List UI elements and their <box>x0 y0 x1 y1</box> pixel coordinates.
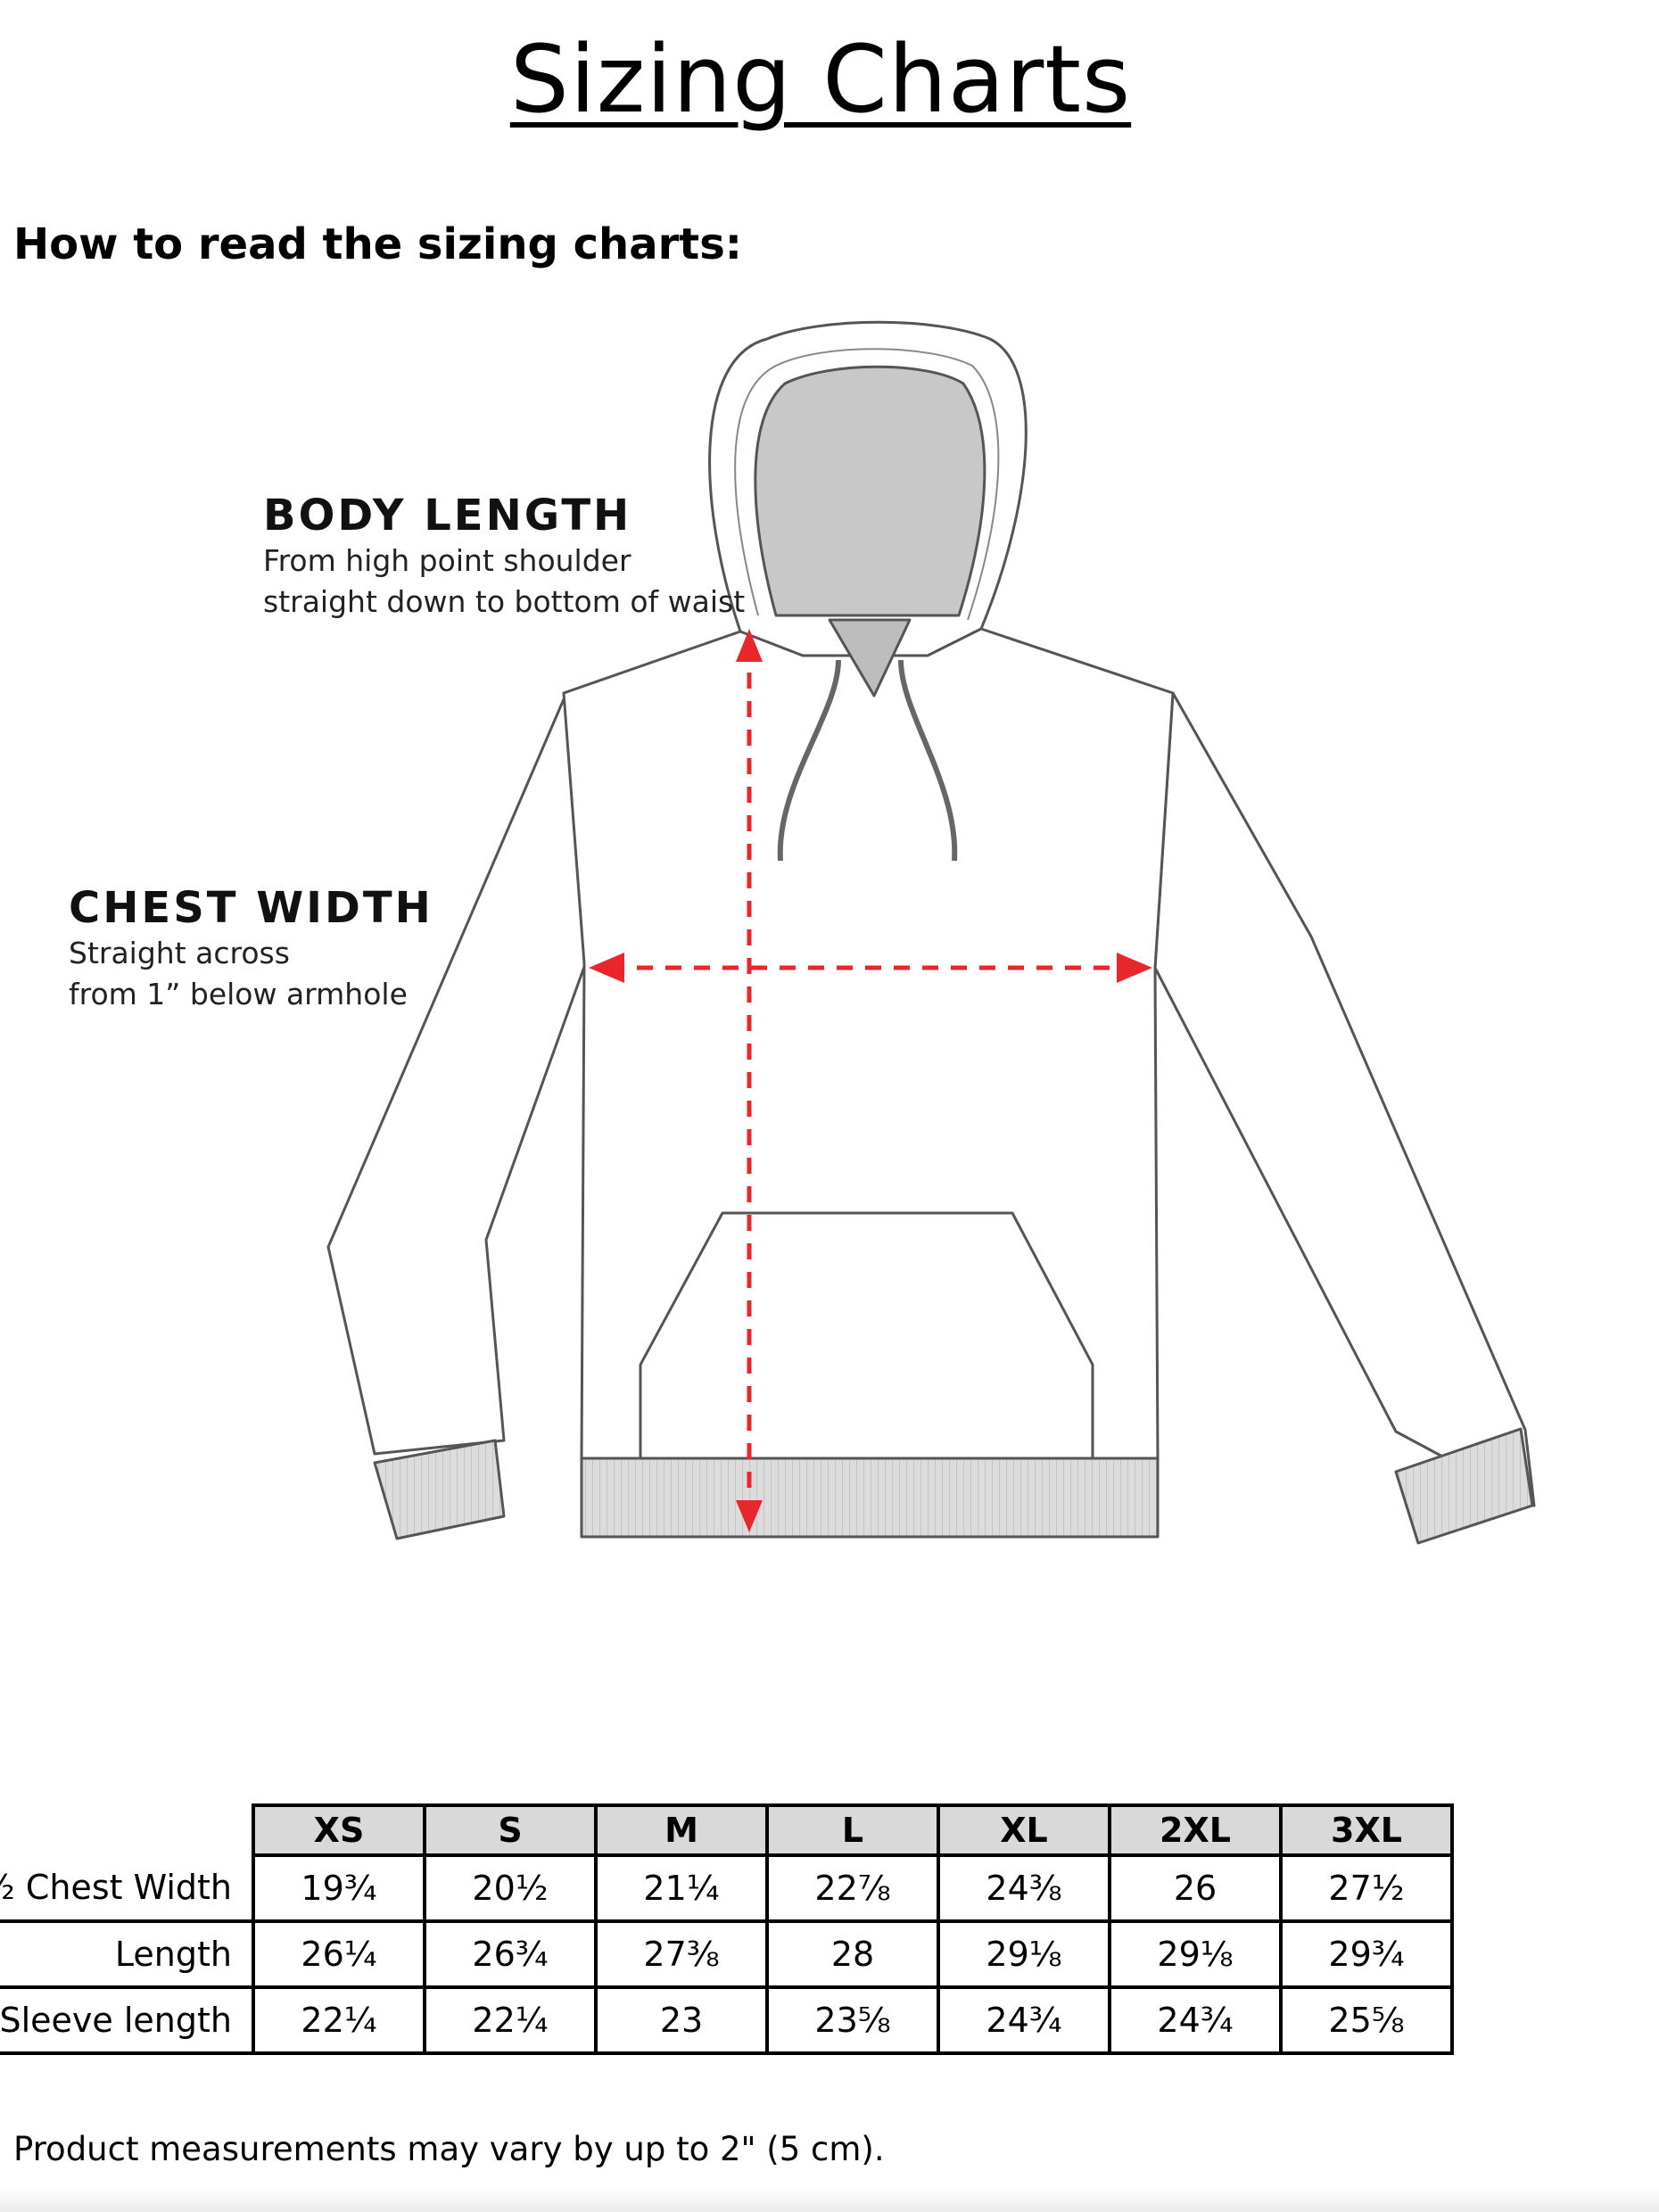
table-cell: 22¼ <box>252 1985 426 2055</box>
table-cell: 23⅝ <box>765 1985 940 2055</box>
table-cell: 29⅛ <box>1108 1919 1283 1989</box>
table-row: Sleeve length 22¼ 22¼ 23 23⅝ 24¾ 24¾ 25⅝ <box>0 1985 1454 2055</box>
size-header: 2XL <box>1108 1803 1283 1857</box>
row-label: Length <box>0 1921 255 1989</box>
table-cell: 25⅝ <box>1279 1985 1454 2055</box>
table-cell: 24⅜ <box>937 1853 1111 1923</box>
table-cell: 24¾ <box>937 1985 1111 2055</box>
hoodie-illustration <box>326 320 1536 1545</box>
table-cell: 20½ <box>423 1853 598 1923</box>
table-cell: 28 <box>765 1919 940 1989</box>
size-header: L <box>765 1803 940 1857</box>
body-length-heading: BODY LENGTH <box>263 491 632 541</box>
table-cell: 22⅞ <box>765 1853 940 1923</box>
size-header: 3XL <box>1279 1803 1454 1857</box>
table-row: ½ Chest Width 19¾ 20½ 21¼ 22⅞ 24⅜ 26 27½ <box>0 1853 1454 1923</box>
sizing-table: XS S M L XL 2XL 3XL ½ Chest Width 19¾ 20… <box>0 1803 1454 2055</box>
bottom-shade <box>0 2187 1659 2212</box>
table-header-row: XS S M L XL 2XL 3XL <box>0 1803 1454 1857</box>
size-header: M <box>594 1803 769 1857</box>
hoodie-outline <box>326 320 1536 1545</box>
measurement-arrows <box>589 629 1152 1532</box>
body-length-line2: straight down to bottom of waist <box>263 584 746 619</box>
size-header: S <box>423 1803 598 1857</box>
table-cell: 26¼ <box>252 1919 426 1989</box>
hoodie-diagram: BODY LENGTH From high point shoulder str… <box>0 303 1659 1570</box>
page-title: Sizing Charts <box>509 25 1132 134</box>
table-cell: 27½ <box>1279 1853 1454 1923</box>
table-cell: 29¾ <box>1279 1919 1454 1989</box>
chest-width-line1: Straight across <box>69 936 290 970</box>
table-row: Length 26¼ 26¾ 27⅜ 28 29⅛ 29⅛ 29¾ <box>0 1919 1454 1989</box>
table-cell: 23 <box>594 1985 769 2055</box>
table-cell: 29⅛ <box>937 1919 1111 1989</box>
table-cell: 22¼ <box>423 1985 598 2055</box>
section-heading: How to read the sizing charts: <box>13 219 742 269</box>
body-length-line1: From high point shoulder <box>263 543 631 578</box>
chest-width-line2: from 1” below armhole <box>69 977 408 1011</box>
size-header: XS <box>252 1803 426 1857</box>
footer-note: Product measurements may vary by up to 2… <box>13 2130 885 2168</box>
table-cell: 21¼ <box>594 1853 769 1923</box>
table-cell: 26 <box>1108 1853 1283 1923</box>
row-label: ½ Chest Width <box>0 1855 255 1923</box>
table-cell: 19¾ <box>252 1853 426 1923</box>
size-header: XL <box>937 1803 1111 1857</box>
chest-width-callout: CHEST WIDTH Straight across from 1” belo… <box>69 883 433 1015</box>
table-corner <box>0 1805 253 1855</box>
table-cell: 24¾ <box>1108 1985 1283 2055</box>
table-cell: 27⅜ <box>594 1919 769 1989</box>
chest-width-heading: CHEST WIDTH <box>69 883 433 933</box>
body-length-callout: BODY LENGTH From high point shoulder str… <box>263 491 745 623</box>
table-cell: 26¾ <box>423 1919 598 1989</box>
row-label: Sleeve length <box>0 1987 255 2055</box>
